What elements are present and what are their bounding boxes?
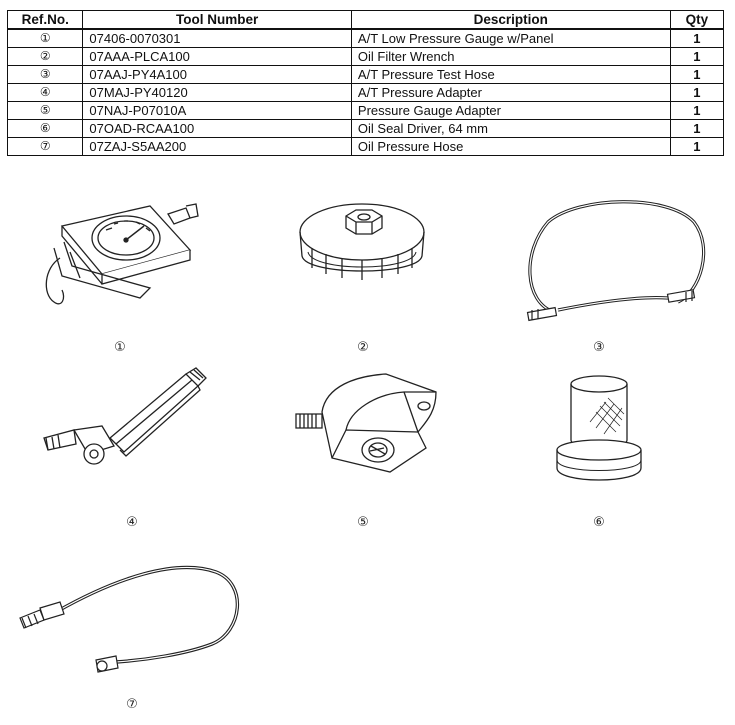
row-description: A/T Low Pressure Gauge w/Panel — [350, 28, 671, 48]
illustration-label: ④ — [126, 515, 138, 530]
row-description: Oil Seal Driver, 64 mm — [350, 119, 671, 138]
header-ref-no: Ref.No. — [6, 10, 84, 30]
row-description: Oil Filter Wrench — [350, 47, 671, 66]
row-tool-number: 07AAA-PLCA100 — [82, 47, 352, 66]
pressure-adapter-illustration — [40, 367, 220, 486]
row-qty: 1 — [669, 137, 725, 156]
table-row: ⑦ 07ZAJ-S5AA200 Oil Pressure Hose 1 — [6, 137, 725, 156]
table-row: ② 07AAA-PLCA100 Oil Filter Wrench 1 — [6, 47, 725, 66]
row-tool-number: 07AAJ-PY4A100 — [82, 65, 352, 84]
row-ref: ③ — [6, 65, 84, 84]
row-description: A/T Pressure Test Hose — [350, 65, 671, 84]
row-tool-number: 07MAJ-PY40120 — [82, 83, 352, 102]
oil-seal-driver-illustration — [554, 372, 644, 488]
row-ref: ④ — [6, 83, 84, 102]
oil-pressure-hose-illustration — [16, 548, 246, 688]
illustration-label: ⑥ — [593, 515, 605, 530]
table-row: ⑥ 07OAD-RCAA100 Oil Seal Driver, 64 mm 1 — [6, 119, 725, 138]
row-ref: ⑥ — [6, 119, 84, 138]
table-row: ① 07406-0070301 A/T Low Pressure Gauge w… — [6, 28, 725, 48]
row-description: Pressure Gauge Adapter — [350, 101, 671, 120]
row-qty: 1 — [669, 83, 725, 102]
illustration-label: ③ — [593, 340, 605, 355]
header-qty: Qty — [669, 10, 725, 30]
row-tool-number: 07406-0070301 — [82, 28, 352, 48]
row-tool-number: 07OAD-RCAA100 — [82, 119, 352, 138]
table-header-row: Ref.No. Tool Number Description Qty — [6, 10, 725, 30]
row-qty: 1 — [669, 119, 725, 138]
row-ref: ① — [6, 28, 84, 48]
oil-filter-wrench-illustration — [292, 192, 432, 300]
pressure-gauge-panel-illustration — [40, 198, 210, 320]
row-qty: 1 — [669, 28, 725, 48]
header-tool-number: Tool Number — [82, 10, 352, 30]
row-ref: ② — [6, 47, 84, 66]
row-ref: ⑤ — [6, 101, 84, 120]
row-ref: ⑦ — [6, 137, 84, 156]
table-row: ④ 07MAJ-PY40120 A/T Pressure Adapter 1 — [6, 83, 725, 102]
row-qty: 1 — [669, 101, 725, 120]
pressure-gauge-adapter-illustration — [286, 362, 446, 494]
row-tool-number: 07ZAJ-S5AA200 — [82, 137, 352, 156]
table-row: ③ 07AAJ-PY4A100 A/T Pressure Test Hose 1 — [6, 65, 725, 84]
header-description: Description — [350, 10, 671, 30]
row-description: A/T Pressure Adapter — [350, 83, 671, 102]
special-tools-table: Ref.No. Tool Number Description Qty ① 07… — [6, 10, 725, 156]
illustration-label: ① — [114, 340, 126, 355]
row-description: Oil Pressure Hose — [350, 137, 671, 156]
row-qty: 1 — [669, 65, 725, 84]
pressure-test-hose-illustration — [518, 192, 708, 332]
illustration-label: ⑤ — [357, 515, 369, 530]
table-row: ⑤ 07NAJ-P07010A Pressure Gauge Adapter 1 — [6, 101, 725, 120]
row-qty: 1 — [669, 47, 725, 66]
row-tool-number: 07NAJ-P07010A — [82, 101, 352, 120]
illustration-label: ② — [357, 340, 369, 355]
illustration-label: ⑦ — [126, 697, 138, 712]
